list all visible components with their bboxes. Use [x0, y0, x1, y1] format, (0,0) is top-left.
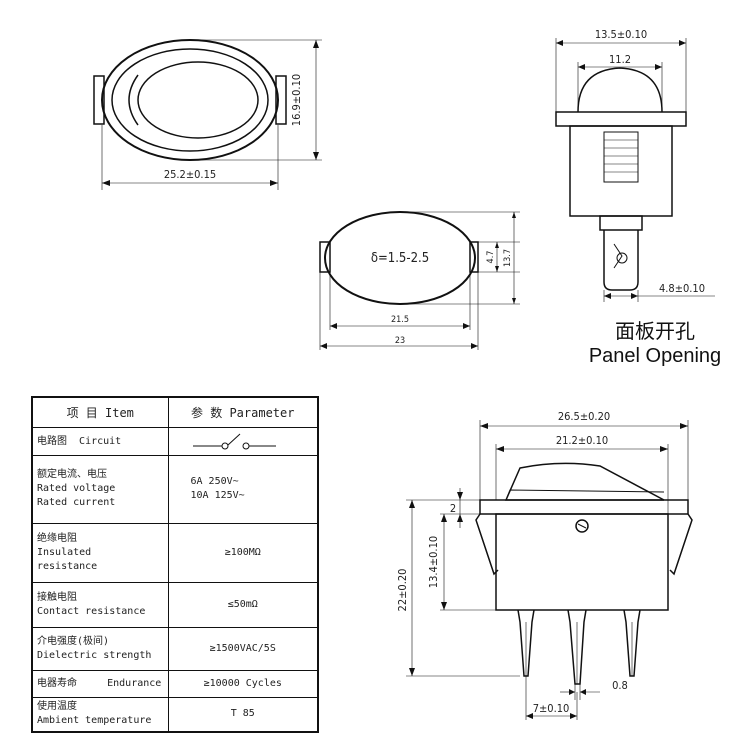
front-inner-width-label: 21.2±0.10 — [556, 434, 608, 447]
cutout-dim-23: 23 — [395, 336, 405, 346]
row-name-cn: 使用温度 — [37, 701, 77, 713]
rocker-height-label: 2 — [450, 502, 456, 515]
row-name-en: Dielectric strength — [37, 649, 152, 661]
row-name-en: Contact resistance — [37, 606, 146, 618]
side-terminal-width-label: 4.8±0.10 — [659, 282, 705, 295]
cutout-dim-13-7: 13.7 — [503, 249, 513, 267]
row-value: T 85 — [167, 696, 319, 733]
side-view-switch — [555, 38, 715, 302]
row-value: 6A 250V~ — [190, 476, 239, 488]
front-outer-width-label: 26.5±0.20 — [558, 410, 610, 423]
row-name-en2: resistance — [37, 561, 98, 573]
total-height-label: 22±0.20 — [396, 569, 409, 612]
row-name-cn: 电路图 — [37, 435, 67, 447]
spec-row-insulation: 绝缘电阻 Insulated resistance ≥100MΩ — [31, 522, 319, 584]
spec-row-dielectric: 介电强度(极间) Dielectric strength ≥1500VAC/5S — [31, 626, 319, 671]
row-name-en: Ambient temperature — [37, 715, 152, 727]
cutout-dim-21-5: 21.5 — [391, 315, 409, 325]
header-parameter: 参 数 Parameter — [167, 396, 319, 429]
panel-opening-label-cn: 面板开孔 — [615, 319, 695, 343]
row-value: ≥100MΩ — [167, 522, 319, 584]
width-dim-label: 25.2±0.15 — [164, 168, 216, 181]
top-view-switch — [93, 39, 322, 190]
side-outer-width-label: 13.5±0.10 — [595, 28, 647, 41]
panel-opening-label-en: Panel Opening — [588, 345, 722, 367]
row-value: ≥1500VAC/5S — [167, 626, 319, 671]
cutout-dim-4-7: 4.7 — [486, 251, 496, 264]
spec-row-circuit: 电路图 Circuit — [31, 427, 319, 457]
row-name-cn: 介电强度(极间) — [37, 635, 110, 647]
row-value: ≤50mΩ — [167, 582, 319, 628]
row-value2: 10A 125V~ — [190, 490, 245, 502]
panel-cutout-drawing — [319, 211, 520, 350]
row-name-cn: 接触电阻 — [37, 592, 77, 604]
spec-row-endurance: 电器寿命 Endurance ≥10000 Cycles — [31, 669, 319, 698]
panel-thickness-label: δ=1.5-2.5 — [371, 251, 429, 266]
row-name-en: Insulated — [37, 547, 92, 559]
row-name-en: Endurance — [107, 677, 162, 689]
height-dim-label: 16.9±0.10 — [290, 74, 303, 126]
row-name-en: Circuit — [79, 435, 122, 447]
body-height-label: 13.4±0.10 — [427, 536, 440, 588]
header-item: 项 目 Item — [31, 396, 169, 429]
pin-pitch-label: 7±0.10 — [533, 702, 570, 715]
spec-table: 项 目 Item 参 数 Parameter 电路图 Circuit 额定电流、… — [31, 396, 319, 733]
front-view-switch — [406, 420, 693, 720]
spec-row-contact: 接触电阻 Contact resistance ≤50mΩ — [31, 582, 319, 628]
row-value: ≥10000 Cycles — [167, 669, 319, 698]
row-name-cn: 电器寿命 — [37, 677, 77, 689]
row-name-cn: 额定电流、电压 — [37, 469, 107, 481]
row-name-en: Rated voltage — [37, 483, 116, 495]
side-cap-width-label: 11.2 — [609, 53, 631, 66]
row-name-en2: Rated current — [37, 497, 116, 509]
spec-header-row: 项 目 Item 参 数 Parameter — [31, 396, 319, 429]
row-name-cn: 绝缘电阻 — [37, 533, 77, 545]
spec-row-temperature: 使用温度 Ambient temperature T 85 — [31, 696, 319, 733]
circuit-cell — [167, 427, 319, 457]
pin-width-label: 0.8 — [612, 679, 628, 692]
